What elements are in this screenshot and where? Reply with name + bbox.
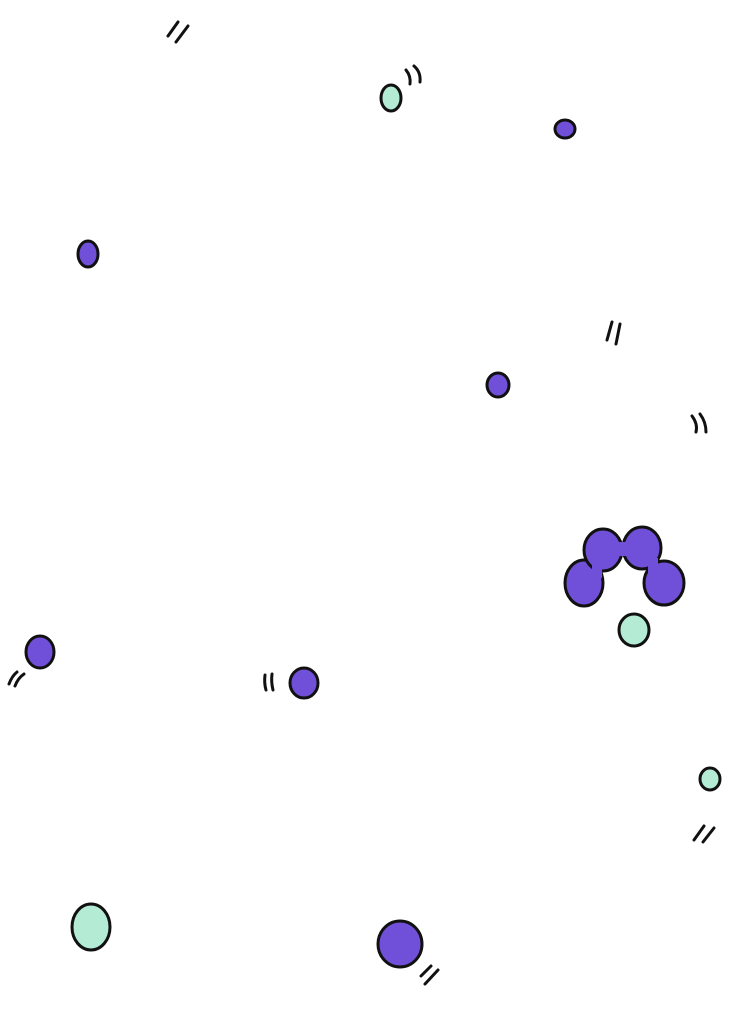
motion-lines-icon: [263, 672, 275, 692]
purple-dot-icon: [76, 239, 100, 269]
purple-dot-icon: [288, 666, 320, 700]
molecule-cluster-icon: [563, 525, 686, 608]
purple-dot-icon: [553, 118, 577, 140]
mint-dot-icon: [617, 612, 651, 648]
mint-dot-icon: [379, 83, 403, 113]
motion-lines-icon: [605, 320, 622, 346]
purple-dot-icon: [24, 634, 56, 670]
motion-lines-icon: [419, 964, 440, 986]
motion-lines-icon: [404, 64, 422, 86]
motion-lines-icon: [7, 670, 26, 688]
purple-dot-icon: [485, 371, 511, 399]
mint-dot-icon: [70, 902, 112, 952]
motion-lines-icon: [690, 412, 708, 434]
motion-lines-icon: [166, 20, 190, 44]
motion-lines-icon: [692, 824, 716, 844]
purple-dot-icon: [376, 919, 424, 969]
mint-dot-icon: [698, 766, 722, 792]
